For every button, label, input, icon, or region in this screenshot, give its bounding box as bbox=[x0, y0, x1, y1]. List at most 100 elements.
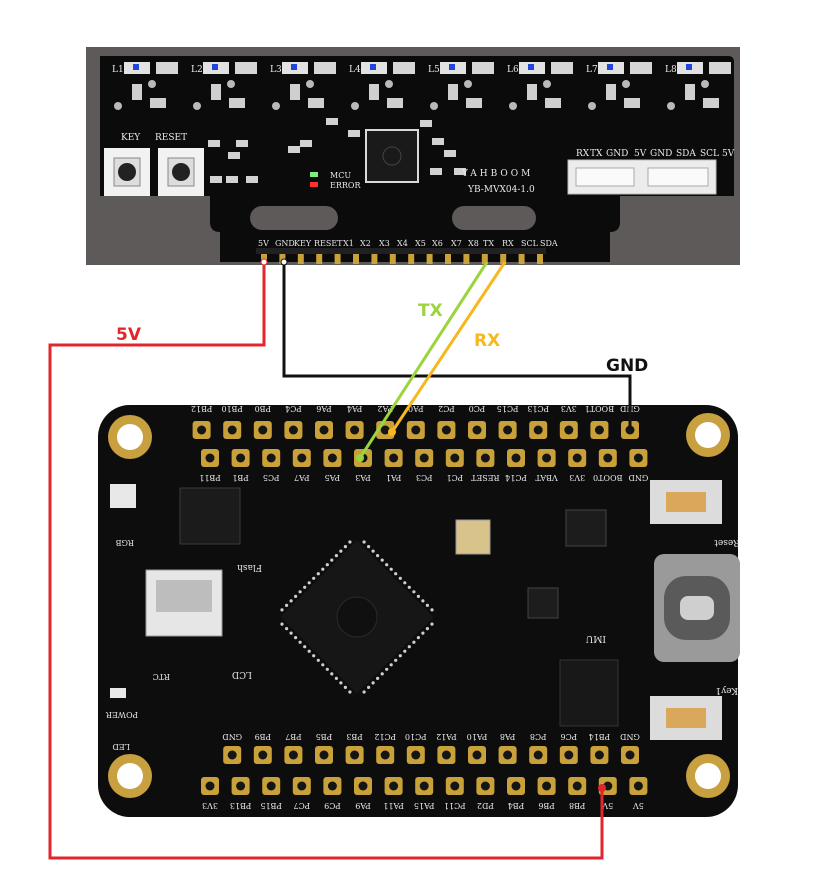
error-led bbox=[310, 182, 318, 187]
header-pin-label: TX bbox=[483, 239, 494, 248]
mounting-holes bbox=[108, 413, 730, 798]
pad-label: PC3 bbox=[416, 473, 433, 482]
led-label-8: L8 bbox=[665, 65, 677, 75]
rgb-label: RGB bbox=[116, 538, 134, 547]
rgb-led bbox=[110, 484, 136, 508]
connector-label: GND bbox=[606, 149, 628, 159]
led-5 bbox=[449, 64, 455, 70]
pad-label: PC9 bbox=[324, 801, 341, 810]
error-led-label: ERROR bbox=[330, 181, 361, 190]
connector-label: 5V bbox=[722, 149, 735, 159]
pad-label: PA5 bbox=[325, 473, 341, 482]
header-pin bbox=[445, 250, 451, 264]
pad-label: PD2 bbox=[477, 801, 494, 810]
pad-label: PC4 bbox=[285, 404, 302, 413]
pad-label: VBAT bbox=[535, 473, 559, 482]
pad-label: PB4 bbox=[508, 801, 524, 810]
pad-label: GND bbox=[222, 732, 242, 741]
header-pin-label: KEY bbox=[294, 239, 312, 248]
key-label: KEY bbox=[121, 133, 141, 143]
header-pin-label: X1 bbox=[343, 239, 354, 248]
led-2 bbox=[212, 64, 218, 70]
connector-label: TX bbox=[590, 149, 603, 159]
pad-label: PC15 bbox=[497, 404, 519, 413]
pad-label: PA8 bbox=[500, 732, 516, 741]
connector-label: SCL bbox=[700, 149, 719, 159]
pad-label: PC6 bbox=[561, 732, 578, 741]
led-label-7: L7 bbox=[586, 65, 598, 75]
mcu-header-pads bbox=[192, 421, 648, 795]
pad-label: GND bbox=[620, 732, 640, 741]
pad-label: PA4 bbox=[347, 404, 363, 413]
model-label: YB-MVX04-1.0 bbox=[467, 185, 535, 195]
header-pin-label: X6 bbox=[432, 239, 443, 248]
mcu-reset-button bbox=[650, 480, 722, 524]
led-label: LED bbox=[112, 742, 130, 751]
mcu-reset-label: Reset bbox=[714, 537, 740, 547]
flash-chip bbox=[179, 487, 241, 545]
pad-label: PA10 bbox=[467, 732, 488, 741]
ic-u2 bbox=[559, 659, 619, 727]
connector-label: RX bbox=[576, 149, 590, 159]
mcu-led-label: MCU bbox=[330, 171, 351, 180]
pad-label: PC7 bbox=[294, 801, 311, 810]
pad-label: PC2 bbox=[438, 404, 455, 413]
pad-label: PB6 bbox=[538, 801, 554, 810]
key1-button bbox=[650, 696, 722, 740]
pad-label: 5V bbox=[602, 801, 613, 810]
connector-label: 5V bbox=[634, 149, 647, 159]
wire-label-rx: RX bbox=[474, 331, 500, 351]
pad-label: 5V bbox=[633, 801, 644, 810]
wire-label-5v: 5V bbox=[116, 325, 142, 345]
smd-components bbox=[208, 118, 466, 183]
key-button bbox=[104, 148, 150, 196]
wire-label-tx: TX bbox=[418, 301, 443, 321]
led-label-3: L3 bbox=[270, 65, 282, 75]
header-pin bbox=[463, 250, 470, 264]
header-pin-label: RESET bbox=[314, 239, 343, 248]
wire-5v bbox=[48, 262, 604, 860]
mcu-header-labels: GNDBOOT13V3PC13PC15PC0PC2PA0PA2PA4PA6PC4… bbox=[191, 404, 648, 810]
header-pin bbox=[353, 250, 359, 264]
wire-gnd bbox=[282, 262, 632, 430]
header-pin-label: X8 bbox=[468, 239, 479, 248]
pad-label: PA1 bbox=[386, 473, 402, 482]
lcd-connector bbox=[145, 569, 223, 637]
flash-label: Flash bbox=[237, 562, 262, 572]
header-pin bbox=[389, 250, 396, 264]
pad-label: 3V3 bbox=[202, 801, 218, 810]
header-pin bbox=[334, 250, 341, 264]
pad-label: PA11 bbox=[383, 801, 404, 810]
pad-label: PB9 bbox=[255, 732, 271, 741]
imu-chip bbox=[527, 587, 559, 619]
pad-label: PA2 bbox=[377, 404, 393, 413]
led-1 bbox=[133, 64, 139, 70]
led-7 bbox=[607, 64, 613, 70]
lcd-label: LCD bbox=[232, 669, 252, 679]
mcu-board: GNDBOOT13V3PC13PC15PC0PC2PA0PA2PA4PA6PC4… bbox=[98, 404, 740, 817]
led-label-5: L5 bbox=[428, 65, 440, 75]
pad-label: PB3 bbox=[346, 732, 362, 741]
pad-label: PB0 bbox=[255, 404, 271, 413]
pad-label: PB14 bbox=[589, 732, 610, 741]
led-label-2: L2 bbox=[191, 65, 203, 75]
pad-label: PB11 bbox=[199, 473, 220, 482]
header-pin-label: X3 bbox=[379, 239, 390, 248]
header-pin-label: 5V bbox=[258, 239, 269, 248]
mcu-led bbox=[310, 172, 318, 177]
crystal bbox=[455, 519, 491, 555]
wire-rx bbox=[390, 261, 507, 433]
sensor-header bbox=[256, 248, 546, 264]
header-pin-label: SCL bbox=[521, 239, 539, 248]
key1-label: Key1 bbox=[715, 685, 738, 695]
wire-tx bbox=[358, 261, 489, 459]
pad-label: PC1 bbox=[447, 473, 464, 482]
header-pin bbox=[261, 250, 267, 264]
reset-label: RESET bbox=[155, 133, 187, 143]
pad-label: PC13 bbox=[527, 404, 549, 413]
pad-label: RESET bbox=[470, 473, 499, 482]
pad-label: PC14 bbox=[505, 473, 527, 482]
